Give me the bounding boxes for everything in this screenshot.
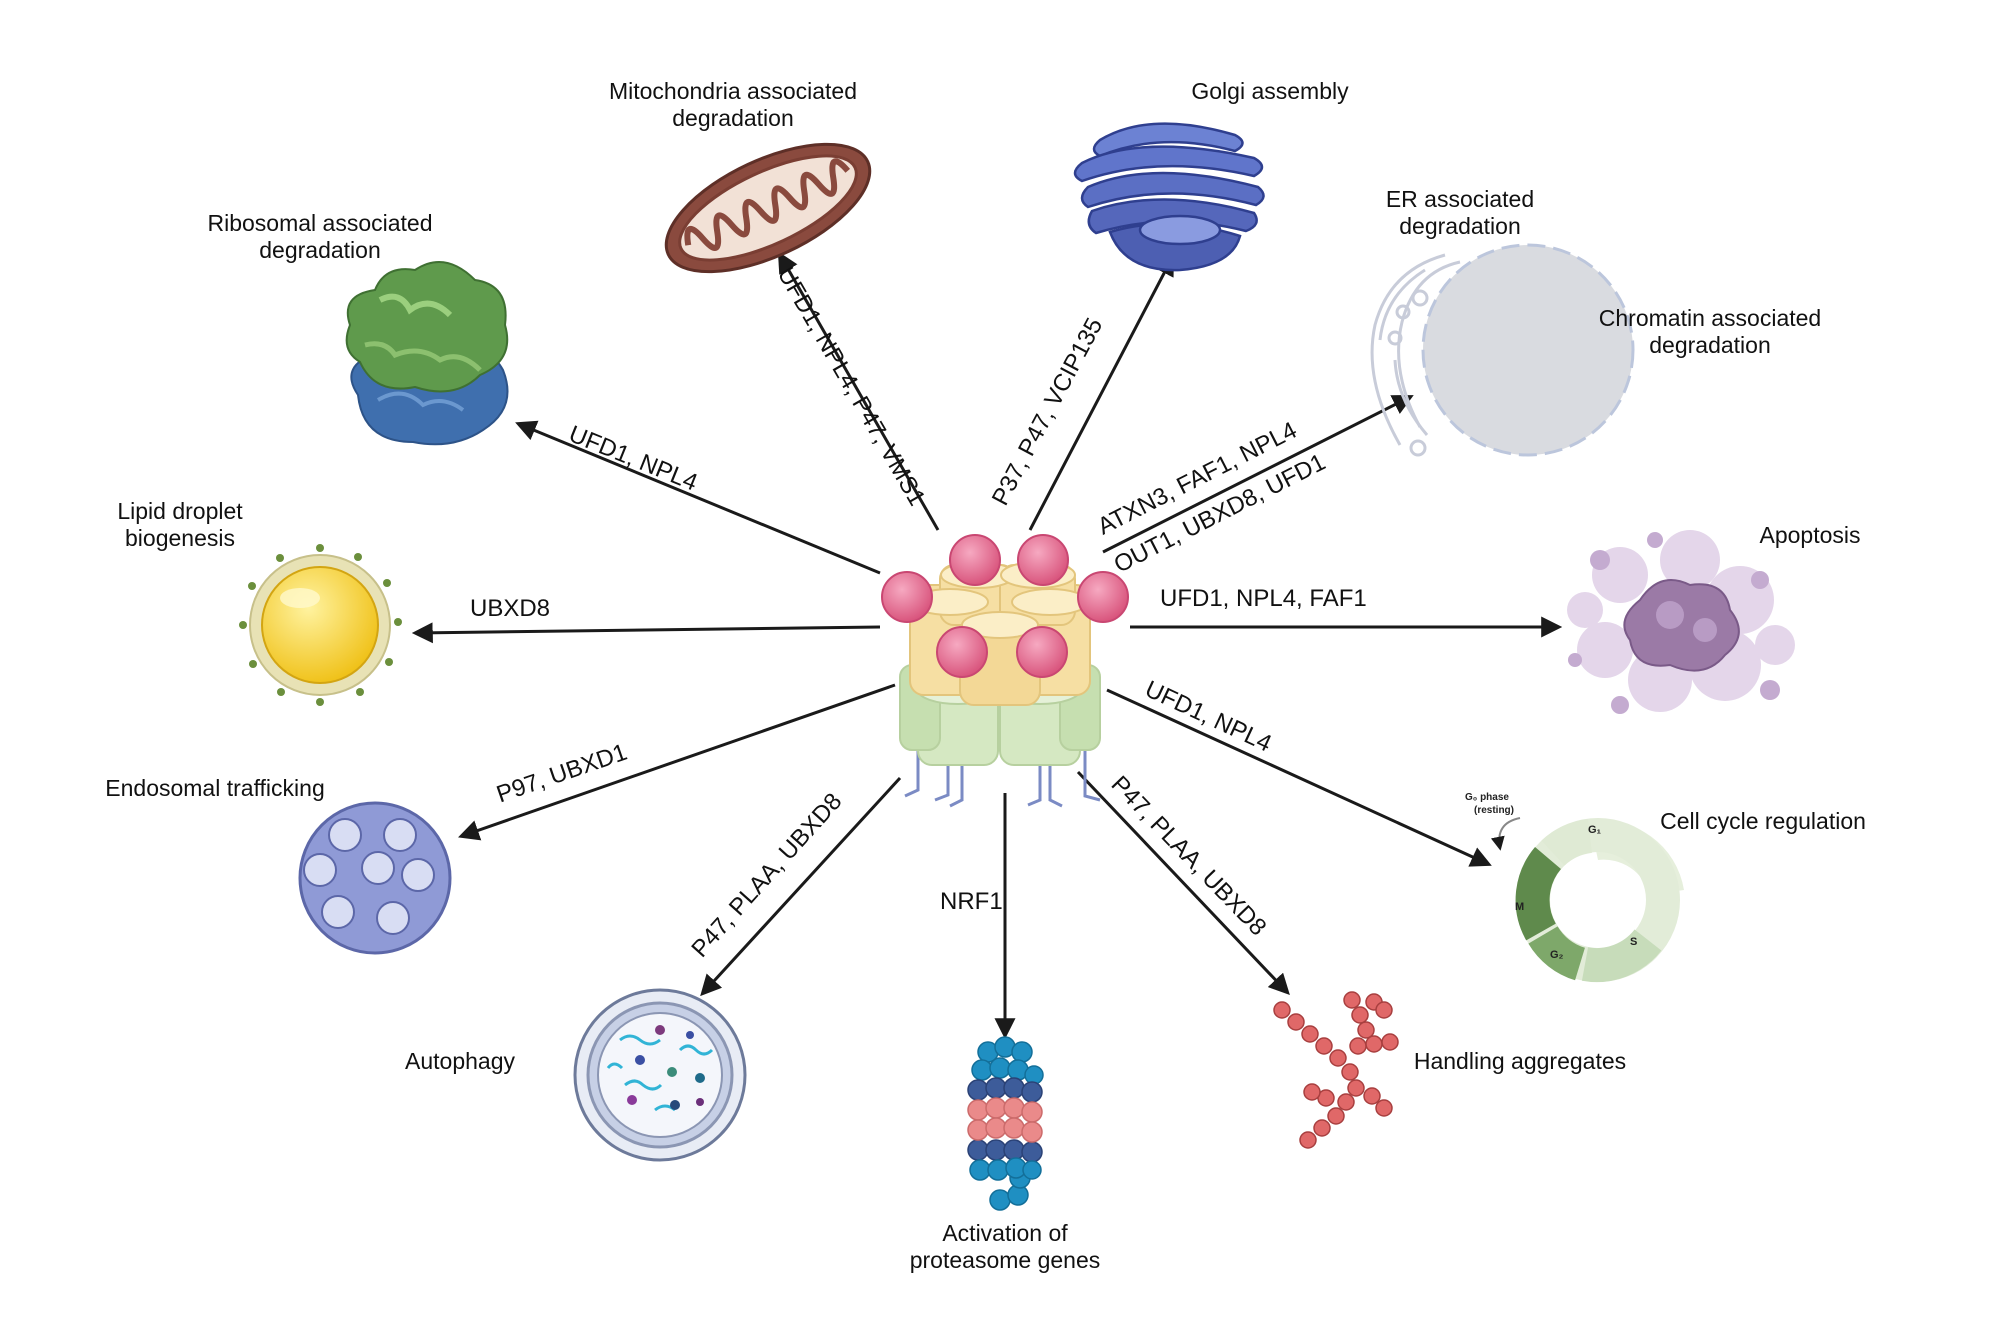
- edge-label-apoptosis: UFD1, NPL4, FAF1: [1160, 585, 1367, 612]
- label-mitochondria-line2: degradation: [672, 105, 794, 131]
- label-lipid: Lipid droplet biogenesis: [95, 498, 265, 552]
- cell-cycle-g1-label: G₁: [1588, 824, 1602, 836]
- arrows: [411, 251, 1563, 1040]
- label-apoptosis-line1: Apoptosis: [1759, 522, 1861, 548]
- cell-cycle-resting-label: (resting): [1474, 805, 1514, 816]
- label-golgi: Golgi assembly: [1160, 78, 1380, 105]
- arrow-to-cell-cycle: [1106, 688, 1492, 867]
- label-proteasome: Activation of proteasome genes: [890, 1220, 1120, 1274]
- label-cell-cycle-line1: Cell cycle regulation: [1660, 808, 1866, 834]
- ribosome-icon: [345, 261, 509, 446]
- label-lipid-line2: biogenesis: [125, 525, 235, 551]
- label-proteasome-line1: Activation of: [942, 1220, 1068, 1246]
- label-aggregates: Handling aggregates: [1405, 1048, 1635, 1075]
- cell-cycle-icon: G₀ phase (resting) G₁ S G₂ M: [1465, 792, 1684, 983]
- mitochondrion-icon: [664, 142, 872, 274]
- cell-cycle-s-label: S: [1630, 936, 1637, 948]
- proteasome-icon: [967, 1036, 1044, 1211]
- label-chromatin-line1: Chromatin associated: [1598, 305, 1822, 331]
- label-lipid-line1: Lipid droplet: [117, 498, 243, 524]
- label-chromatin-line2: degradation: [1649, 332, 1771, 358]
- arrow-to-golgi: [1028, 254, 1174, 531]
- edge-label-proteasome: NRF1: [940, 888, 1003, 915]
- arrow-to-endosome: [458, 683, 896, 841]
- label-autophagy: Autophagy: [390, 1048, 530, 1075]
- apoptosis-icon: [1567, 530, 1795, 714]
- aggregate-icon: [1273, 991, 1399, 1149]
- arrow-to-er: [1102, 395, 1414, 554]
- label-er: ER associated degradation: [1350, 186, 1570, 240]
- label-er-line1: ER associated: [1385, 186, 1535, 212]
- p97-hexamer: [881, 534, 1129, 808]
- golgi-icon: [1073, 122, 1265, 272]
- label-mitochondria-line1: Mitochondria associated: [608, 78, 858, 104]
- edge-label-lipid: UBXD8: [469, 595, 551, 622]
- arrow-to-mitochondria: [777, 251, 940, 531]
- cell-cycle-m-label: M: [1515, 901, 1524, 913]
- er-nucleus-icon: [1370, 243, 1635, 457]
- label-endosome-line1: Endosomal trafficking: [105, 775, 325, 801]
- label-endosome: Endosomal trafficking: [95, 775, 335, 802]
- lipid-droplet-icon: [239, 544, 402, 706]
- label-ribosome: Ribosomal associated degradation: [190, 210, 450, 264]
- label-er-line2: degradation: [1399, 213, 1521, 239]
- label-ribosome-line2: degradation: [259, 237, 381, 263]
- cofactor-spheres: [881, 534, 1129, 678]
- endosome-icon: [298, 801, 452, 955]
- cell-cycle-g2-label: G₂: [1550, 949, 1564, 961]
- label-apoptosis: Apoptosis: [1730, 522, 1890, 549]
- arrow-to-lipid: [411, 622, 881, 644]
- label-mitochondria: Mitochondria associated degradation: [588, 78, 878, 132]
- label-aggregates-line1: Handling aggregates: [1413, 1048, 1627, 1074]
- label-proteasome-line2: proteasome genes: [909, 1247, 1101, 1273]
- cell-cycle-g0-label: G₀ phase: [1465, 792, 1509, 803]
- arrow-to-aggregates: [1076, 770, 1290, 996]
- label-golgi-line1: Golgi assembly: [1191, 78, 1349, 104]
- autophagosome-icon: [573, 988, 747, 1162]
- arrow-to-ribosome: [515, 420, 881, 575]
- label-ribosome-line1: Ribosomal associated: [207, 210, 433, 236]
- label-autophagy-line1: Autophagy: [405, 1048, 515, 1074]
- label-chromatin: Chromatin associated degradation: [1580, 305, 1840, 359]
- label-cell-cycle: Cell cycle regulation: [1648, 808, 1878, 835]
- arrow-to-autophagy: [700, 776, 902, 997]
